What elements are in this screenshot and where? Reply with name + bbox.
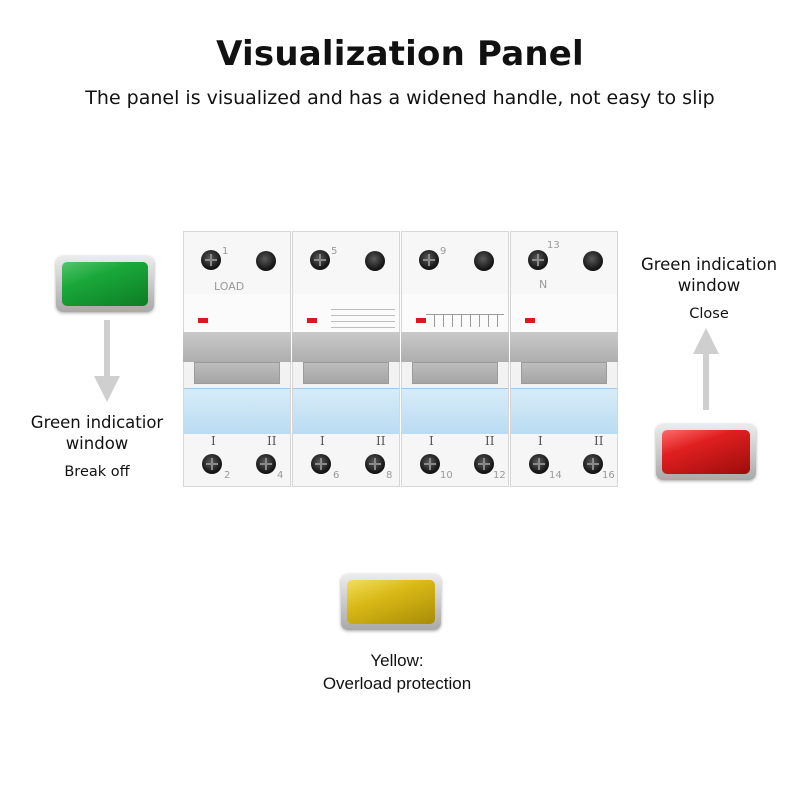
terminal-screw-icon	[419, 250, 439, 270]
handle-grip	[303, 362, 389, 384]
terminal-screw-icon	[311, 454, 331, 474]
terminal-screw-icon	[365, 454, 385, 474]
breaker-pole-4: 13 N I II 14 16	[510, 231, 618, 487]
load-label: LOAD	[214, 280, 245, 293]
left-indicator-label: Green indicatior window Break off	[12, 412, 182, 483]
pole-top-terminals: 5	[293, 232, 399, 295]
terminal-number: 8	[386, 470, 393, 481]
pole-top-terminals: 1 LOAD	[184, 232, 290, 295]
breaker-pole-3: 9 I II 10 12	[401, 231, 509, 487]
handle-grip	[194, 362, 280, 384]
pole-label-area	[402, 294, 508, 332]
terminal-number: 4	[277, 470, 284, 481]
arrow-down-icon	[94, 320, 120, 402]
terminal-number: 2	[224, 470, 231, 481]
neutral-label: N	[539, 278, 548, 291]
handle-bar	[401, 332, 509, 362]
circuit-breaker: 1 LOAD I II 2 4 5 I	[183, 231, 618, 487]
left-label-line1: Green indicatior	[30, 413, 164, 432]
terminal-number: 14	[549, 470, 562, 481]
terminal-hole-icon	[583, 251, 603, 271]
terminal-number: 1	[222, 246, 229, 257]
left-label-line2: window	[65, 434, 129, 453]
roman-label-i: I	[211, 434, 216, 448]
green-lens	[62, 262, 148, 306]
terminal-screw-icon	[420, 454, 440, 474]
terminal-number: 16	[602, 470, 615, 481]
roman-label-ii: II	[594, 434, 604, 448]
handle-bar	[183, 332, 291, 362]
terminal-screw-icon	[201, 250, 221, 270]
pole-label-area	[293, 294, 399, 332]
right-label-line2: window	[677, 276, 741, 295]
red-indicator-lamp	[656, 424, 756, 480]
yellow-indicator-label: Yellow: Overload protection	[292, 649, 502, 695]
pole-bottom-terminals: I II 14 16	[511, 434, 617, 486]
roman-label-ii: II	[485, 434, 495, 448]
pole-bottom-terminals: I II 6 8	[293, 434, 399, 486]
pole-top-terminals: 13 N	[511, 232, 617, 295]
yellow-indicator-lamp	[341, 574, 441, 630]
handle-bar	[510, 332, 618, 362]
handle-bar	[292, 332, 400, 362]
right-indicator-label: Green indication window Close	[624, 254, 794, 325]
roman-label-i: I	[320, 434, 325, 448]
pole-bottom-terminals: I II 2 4	[184, 434, 290, 486]
terminal-screw-icon	[202, 454, 222, 474]
green-indicator-lamp	[56, 256, 154, 312]
red-status-mark	[416, 318, 426, 323]
terminal-number: 5	[331, 246, 338, 257]
arrow-up-icon	[693, 328, 719, 410]
indication-window	[511, 388, 617, 436]
left-state-label: Break off	[64, 464, 130, 480]
terminal-screw-icon	[310, 250, 330, 270]
terminal-hole-icon	[256, 251, 276, 271]
pole-label-area	[511, 294, 617, 332]
roman-label-i: I	[538, 434, 543, 448]
handle-grip	[412, 362, 498, 384]
red-status-mark	[198, 318, 208, 323]
indication-window	[402, 388, 508, 436]
terminal-screw-icon	[583, 454, 603, 474]
roman-label-i: I	[429, 434, 434, 448]
page-subtitle: The panel is visualized and has a widene…	[85, 87, 715, 109]
red-status-mark	[525, 318, 535, 323]
terminal-number: 9	[440, 246, 447, 257]
red-status-mark	[307, 318, 317, 323]
yellow-label-line2: Overload protection	[322, 674, 472, 693]
rating-print	[331, 304, 395, 330]
pole-bottom-terminals: I II 10 12	[402, 434, 508, 486]
terminal-hole-icon	[365, 251, 385, 271]
red-lens	[662, 430, 750, 474]
terminal-number: 13	[547, 240, 560, 251]
handle-grip	[521, 362, 607, 384]
indication-window	[184, 388, 290, 436]
terminal-number: 10	[440, 470, 453, 481]
terminal-screw-icon	[529, 454, 549, 474]
terminal-screw-icon	[256, 454, 276, 474]
page-title: Visualization Panel	[216, 34, 584, 74]
roman-label-ii: II	[267, 434, 277, 448]
pole-top-terminals: 9	[402, 232, 508, 295]
breaker-pole-2: 5 I II 6 8	[292, 231, 400, 487]
pole-label-area	[184, 294, 290, 332]
terminal-number: 12	[493, 470, 506, 481]
right-state-label: Close	[689, 306, 729, 322]
right-label-line1: Green indication	[640, 255, 778, 274]
yellow-label-line1: Yellow:	[370, 651, 424, 670]
circuit-diagram-print	[426, 314, 504, 327]
terminal-hole-icon	[474, 251, 494, 271]
yellow-lens	[347, 580, 435, 624]
breaker-pole-1: 1 LOAD I II 2 4	[183, 231, 291, 487]
roman-label-ii: II	[376, 434, 386, 448]
terminal-number: 6	[333, 470, 340, 481]
indication-window	[293, 388, 399, 436]
terminal-screw-icon	[474, 454, 494, 474]
terminal-screw-icon	[528, 250, 548, 270]
